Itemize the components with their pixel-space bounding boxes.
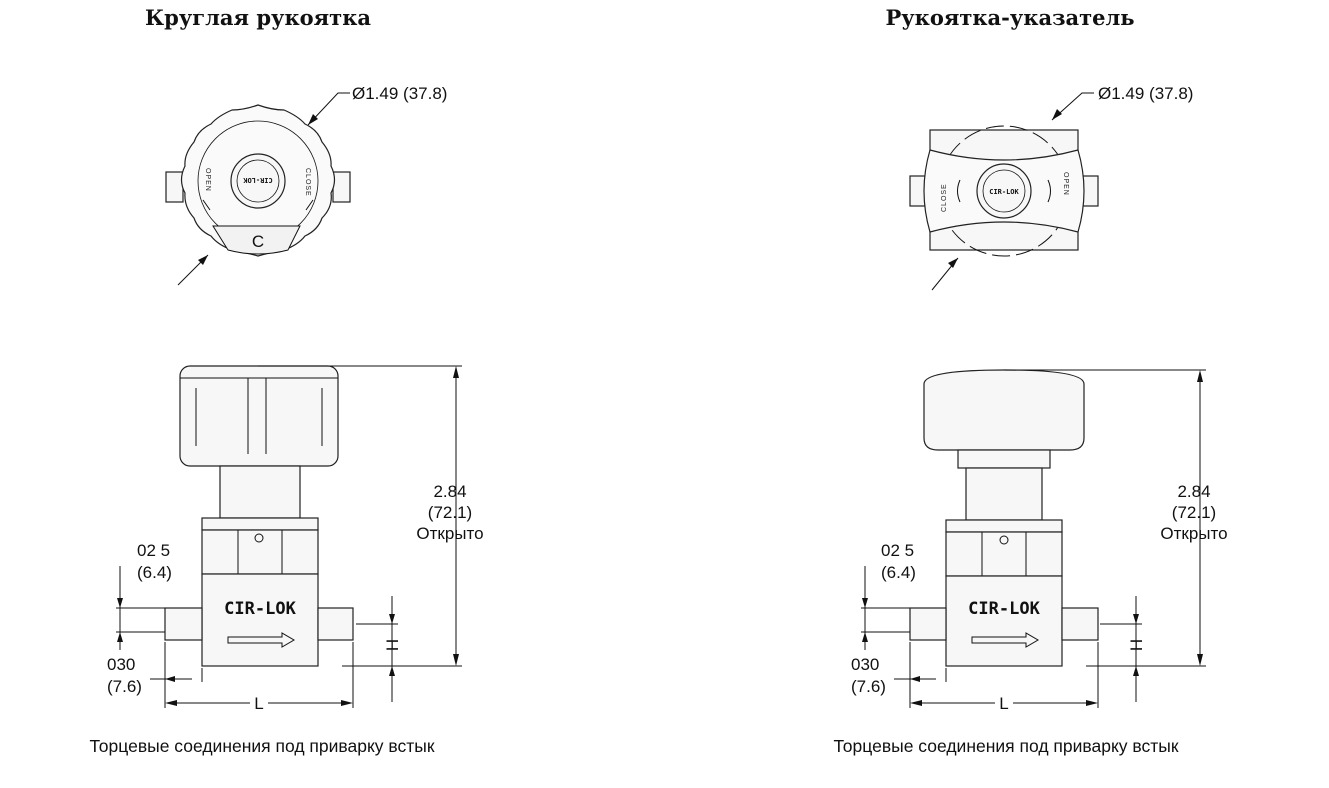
- left-height-value: 2.84: [433, 482, 466, 501]
- right-label-l: L: [999, 694, 1008, 713]
- left-weld-end-right: [317, 607, 354, 641]
- left-valve-body: [201, 573, 319, 667]
- right-dim2-value: 030: [851, 655, 879, 674]
- left-flow-arrow: [227, 632, 295, 648]
- left-side-view: CIR-LOK 2.84 (72.1) Открыто 02 5 (6.4) 0…: [107, 365, 484, 713]
- left-h-arrow-bottom: [389, 666, 395, 676]
- right-knob-logo: CIR-LOK: [989, 188, 1019, 196]
- right-top-view: CIR-LOK CLOSE OPEN Ø1.49 (37.8): [909, 84, 1193, 291]
- right-dim1-arrow-top: [862, 598, 868, 608]
- right-dim1-value: 02 5: [881, 541, 914, 560]
- right-height-value: 2.84: [1177, 482, 1210, 501]
- right-handle-cap: [923, 369, 1085, 451]
- left-knob-indicator-window: [212, 225, 301, 255]
- right-diameter-label: Ø1.49 (37.8): [1098, 84, 1193, 103]
- right-diameter-arrow-lower: [948, 258, 958, 268]
- left-l-arrow-right: [341, 700, 353, 706]
- left-h-arrow-top: [389, 614, 395, 624]
- right-body-logo: CIR-LOK: [968, 599, 1040, 619]
- right-title: Рукоятка-указатель: [885, 5, 1134, 30]
- left-bonnet-nut-top: [201, 517, 319, 531]
- right-knob-arrow-left: [957, 179, 961, 203]
- left-title: Круглая рукоятка: [145, 5, 371, 30]
- left-height-arrow-bottom: [453, 654, 459, 666]
- right-handle-collar: [957, 449, 1051, 469]
- right-l-arrow-right: [1086, 700, 1098, 706]
- right-dim1-arrow-bottom: [862, 632, 868, 642]
- left-diameter-leader: [307, 92, 350, 126]
- left-height-arrow-top: [453, 366, 459, 378]
- right-h-arrow-bottom: [1133, 666, 1139, 676]
- left-knob-label-c: C: [252, 232, 264, 251]
- left-dim2-value: 030: [107, 655, 135, 674]
- right-diameter-arrow: [1052, 109, 1062, 120]
- right-bonnet-nut-top: [945, 519, 1063, 533]
- left-dim1-arrow-top: [117, 598, 123, 608]
- left-diameter-arrow-lower: [198, 255, 208, 265]
- right-bonnet-nut: [945, 531, 1063, 577]
- left-knob-tick-right: [305, 199, 314, 211]
- right-h-arrow-top: [1133, 614, 1139, 624]
- right-nut-hole: [999, 535, 1009, 545]
- right-knob-label-close: CLOSE: [941, 183, 948, 212]
- right-weld-end-right: [1061, 607, 1099, 641]
- left-bonnet-nut: [201, 529, 319, 575]
- left-top-view: C CIR-LOK OPEN CLOSE Ø1.49 (37.8): [165, 84, 447, 286]
- right-height-note: Открыто: [1160, 524, 1227, 543]
- right-l-arrow-left: [910, 700, 922, 706]
- left-nut-hole: [254, 533, 264, 543]
- right-dim1-mm: (6.4): [881, 563, 916, 582]
- right-height-arrow-top: [1197, 370, 1203, 382]
- right-height-mm: (72.1): [1172, 503, 1216, 522]
- left-knob-center-cap-ring: [236, 159, 280, 203]
- left-height-mm: (72.1): [428, 503, 472, 522]
- left-handwheel: [179, 365, 339, 467]
- right-caption: Торцевые соединения под приварку встык: [833, 736, 1178, 756]
- right-height-arrow-bottom: [1197, 654, 1203, 666]
- right-panel: Рукоятка-указатель CIR-LOK CLOSE OPEN Ø1…: [833, 5, 1227, 756]
- right-weld-end-left: [909, 607, 947, 641]
- left-knob-label-open: OPEN: [204, 168, 211, 192]
- left-label-l: L: [254, 694, 263, 713]
- left-l-arrow-left: [165, 700, 177, 706]
- left-top-port-left: [165, 171, 184, 203]
- left-body-logo: CIR-LOK: [224, 599, 296, 619]
- left-knob-center-cap: [230, 153, 286, 209]
- right-knob-center-cap: [976, 163, 1032, 219]
- left-knob-label-close: CLOSE: [304, 168, 311, 197]
- left-stem: [219, 465, 301, 519]
- left-diameter-arrow: [308, 114, 318, 125]
- left-dim1-value: 02 5: [137, 541, 170, 560]
- right-flow-arrow: [971, 632, 1039, 648]
- left-dim2-arrow: [165, 676, 175, 682]
- left-dim1-arrow-bottom: [117, 632, 123, 642]
- right-stem: [965, 467, 1043, 521]
- left-knob-logo: CIR-LOK: [242, 176, 272, 184]
- right-label-h: H: [1127, 639, 1146, 651]
- left-top-port-right: [332, 171, 351, 203]
- left-diameter-label: Ø1.49 (37.8): [352, 84, 447, 103]
- right-side-view: CIR-LOK 2.84 (72.1) Открыто 02 5 (6.4) 0…: [851, 369, 1228, 713]
- left-weld-end-left: [164, 607, 203, 641]
- right-diameter-leader: [1051, 92, 1094, 121]
- left-panel: Круглая рукоятка C CIR-LOK OPEN CLOSE Ø1…: [89, 5, 483, 756]
- left-height-note: Открыто: [416, 524, 483, 543]
- left-caption: Торцевые соединения под приварку встык: [89, 736, 434, 756]
- right-knob-label-open: OPEN: [1062, 172, 1069, 196]
- right-dim2-mm: (7.6): [851, 677, 886, 696]
- left-dim2-mm: (7.6): [107, 677, 142, 696]
- right-valve-body: [945, 575, 1063, 667]
- left-dim1-mm: (6.4): [137, 563, 172, 582]
- left-knob-tick-left: [202, 199, 211, 211]
- right-knob-arrow-right: [1047, 179, 1051, 203]
- left-label-h: H: [383, 639, 402, 651]
- right-knob-center-cap-ring: [982, 169, 1026, 213]
- right-dim2-arrow: [910, 676, 920, 682]
